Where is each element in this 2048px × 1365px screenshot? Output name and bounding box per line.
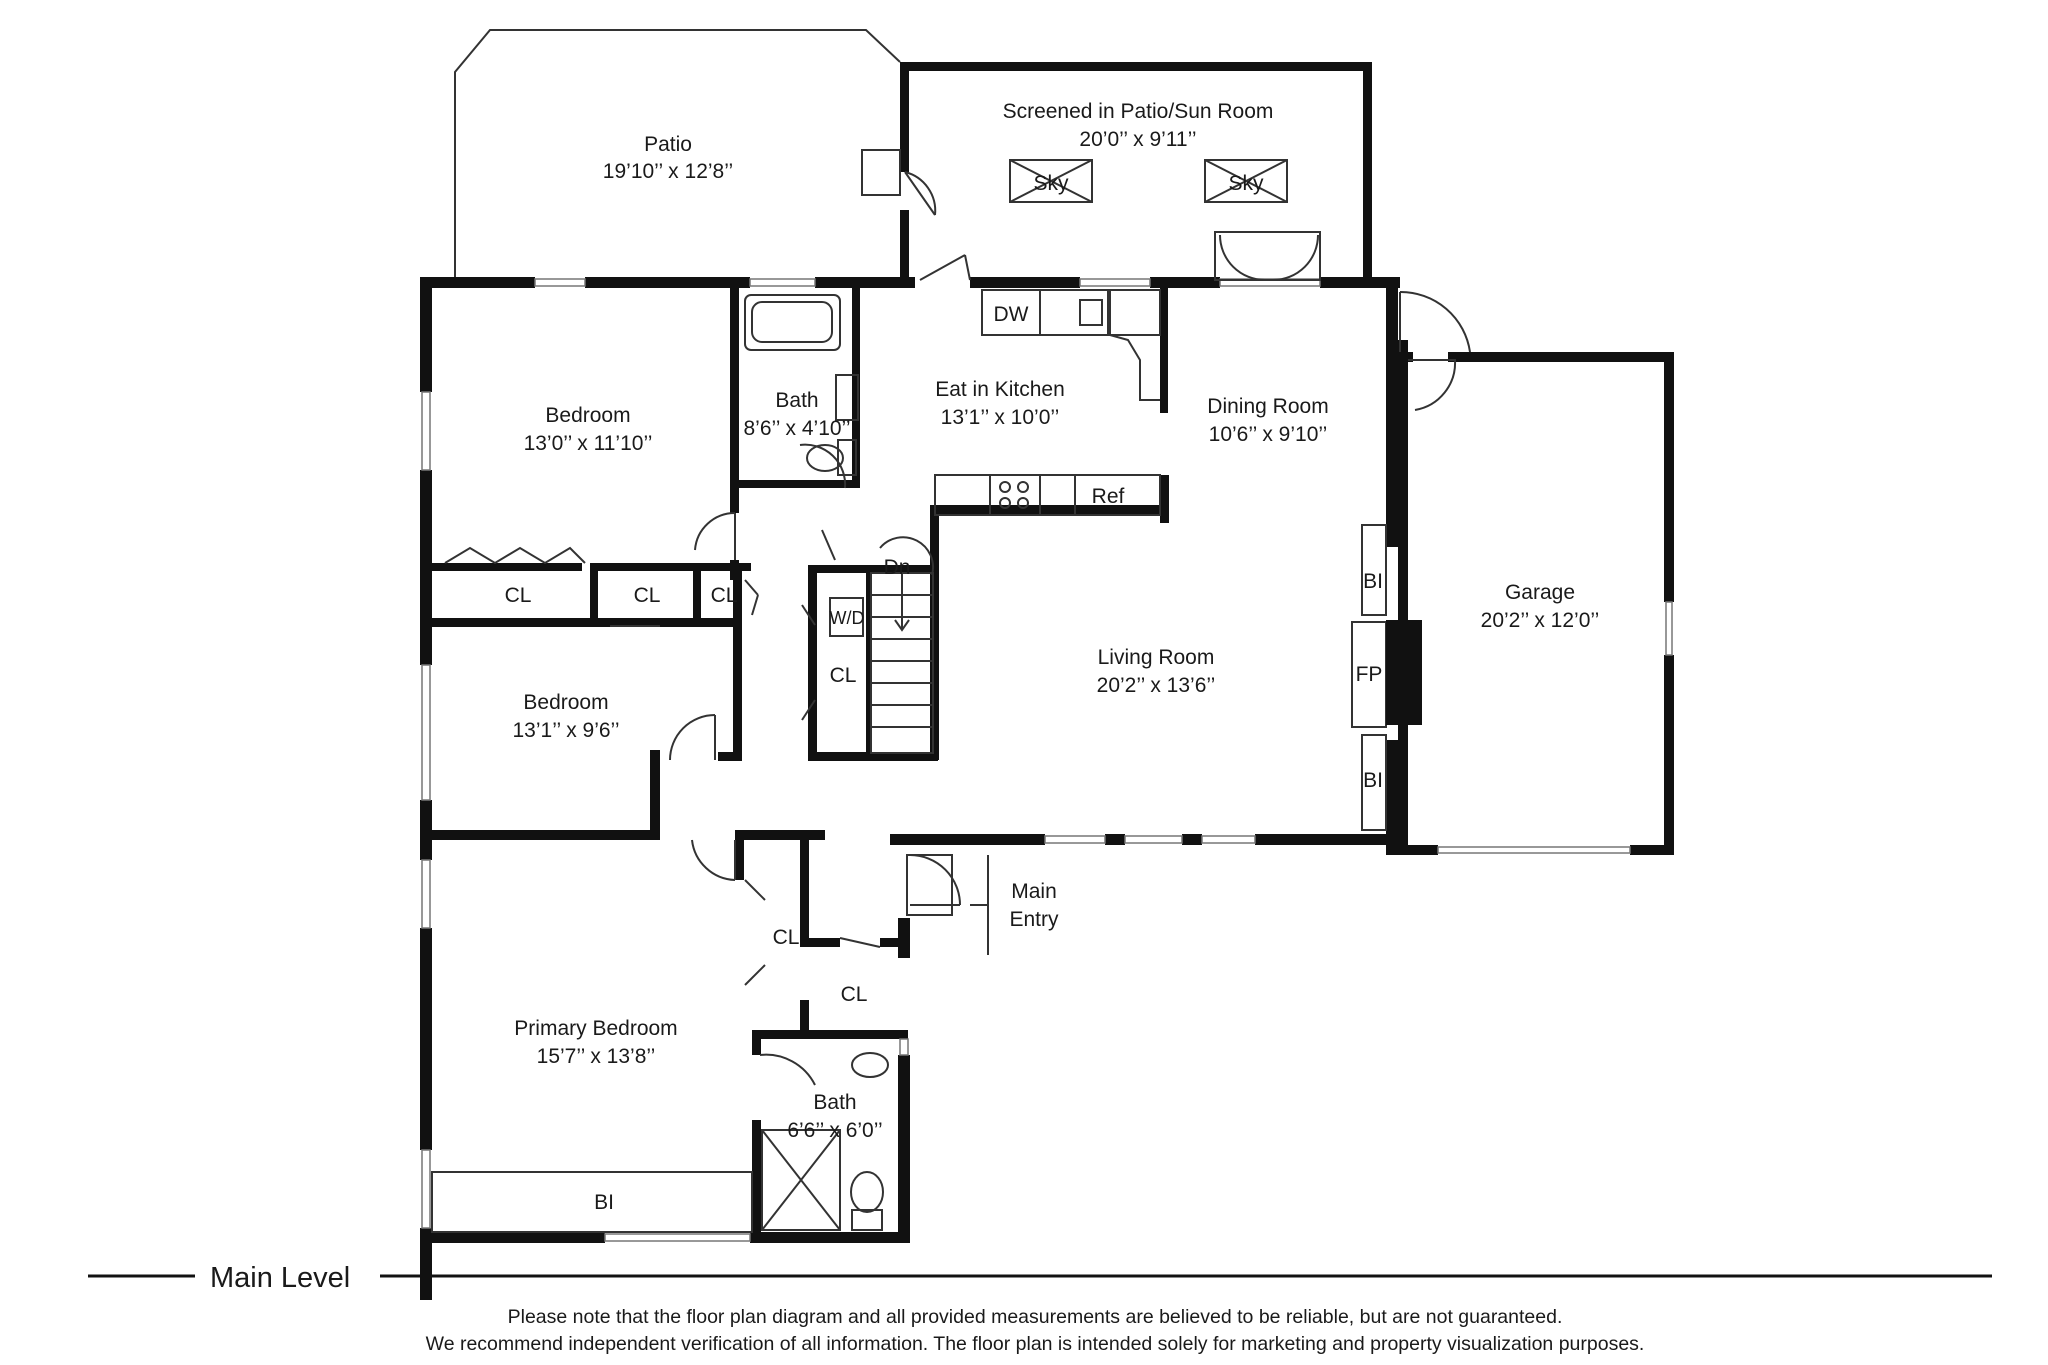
refrigerator-icon bbox=[1074, 474, 1161, 516]
room-dims-bath-1: 8’6’’ x 4’10’’ bbox=[743, 417, 850, 440]
built-in-label: BI bbox=[1363, 769, 1383, 792]
sink-icon bbox=[851, 1052, 889, 1078]
room-name-kitchen: Eat in Kitchen bbox=[935, 378, 1065, 401]
kitchen-sink-icon bbox=[1079, 299, 1103, 326]
toilet-icon bbox=[806, 444, 844, 472]
footer: Main Level Please note that the floor pl… bbox=[88, 1262, 1992, 1355]
disclaimer-line-1: Please note that the floor plan diagram … bbox=[508, 1306, 1563, 1328]
room-labels: Patio 19’10’’ x 12’8’’ Screened in Patio… bbox=[512, 100, 1599, 1142]
doors bbox=[444, 149, 1471, 1086]
room-name-living: Living Room bbox=[1098, 646, 1215, 669]
room-name-dining: Dining Room bbox=[1207, 395, 1328, 418]
closet-label: CL bbox=[773, 926, 800, 949]
built-in-upper bbox=[1361, 524, 1387, 616]
closet-label: CL bbox=[830, 664, 857, 687]
room-name-bath-2: Bath bbox=[813, 1091, 856, 1114]
toilet-icon bbox=[850, 1171, 884, 1213]
main-entry-label: Entry bbox=[1009, 908, 1059, 931]
room-dims-bath-2: 6’6’’ x 6’0’’ bbox=[787, 1119, 882, 1142]
stairs-down-label: Dn bbox=[884, 556, 911, 579]
built-in-lower bbox=[1361, 734, 1387, 831]
main-entry-label: Main bbox=[1011, 880, 1057, 903]
room-name-garage: Garage bbox=[1505, 581, 1575, 604]
room-name-bath-1: Bath bbox=[775, 389, 818, 412]
room-name-bedroom-1: Bedroom bbox=[545, 404, 630, 427]
skylight-icon bbox=[1204, 159, 1288, 203]
room-dims-living: 20’2’’ x 13’6’’ bbox=[1097, 674, 1216, 697]
room-dims-dining: 10’6’’ x 9’10’’ bbox=[1209, 423, 1328, 446]
room-name-primary-bedroom: Primary Bedroom bbox=[514, 1017, 677, 1040]
closet-label: CL bbox=[634, 584, 661, 607]
closet-label: CL bbox=[711, 584, 738, 607]
shower-icon bbox=[761, 1129, 841, 1231]
room-name-sun-room: Screened in Patio/Sun Room bbox=[1003, 100, 1274, 123]
disclaimer-line-2: We recommend independent verification of… bbox=[426, 1333, 1645, 1355]
washer-dryer-label: W/D bbox=[830, 608, 865, 628]
room-dims-sun-room: 20’0’’ x 9’11’’ bbox=[1079, 128, 1196, 151]
washer-dryer-icon bbox=[829, 597, 864, 637]
room-dims-primary-bedroom: 15’7’’ x 13’8’’ bbox=[537, 1045, 656, 1068]
closet-label: CL bbox=[841, 983, 868, 1006]
fixture-labels: Sky Sky DW Ref Dn W/D CL CL CL CL CL CL … bbox=[505, 172, 1383, 1214]
level-label: Main Level bbox=[210, 1262, 350, 1294]
room-dims-bedroom-2: 13’1’’ x 9’6’’ bbox=[512, 719, 619, 742]
room-name-bedroom-2: Bedroom bbox=[523, 691, 608, 714]
bathtub-icon bbox=[744, 294, 841, 351]
closet-label: CL bbox=[505, 584, 532, 607]
fireplace-label: FP bbox=[1356, 663, 1383, 686]
built-in-shelf bbox=[431, 1171, 753, 1233]
room-name-patio: Patio bbox=[644, 133, 692, 156]
dishwasher-label: DW bbox=[994, 303, 1029, 326]
skylight-label: Sky bbox=[1228, 172, 1264, 195]
skylight-icon bbox=[1009, 159, 1093, 203]
walls bbox=[420, 62, 1674, 1300]
room-dims-patio: 19’10’’ x 12’8’’ bbox=[603, 160, 733, 183]
stove-icon bbox=[989, 475, 1041, 515]
fireplace-icon bbox=[1386, 620, 1422, 725]
refrigerator-label: Ref bbox=[1092, 485, 1125, 508]
patio-outline bbox=[454, 29, 901, 282]
fixtures bbox=[431, 159, 1422, 1233]
skylight-label: Sky bbox=[1033, 172, 1069, 195]
sink-icon bbox=[835, 374, 859, 421]
room-dims-bedroom-1: 13’0’’ x 11’10’’ bbox=[524, 432, 653, 455]
room-dims-garage: 20’2’’ x 12’0’’ bbox=[1481, 609, 1600, 632]
windows bbox=[421, 278, 1673, 1242]
built-in-label: BI bbox=[1363, 570, 1383, 593]
stairs-icon bbox=[870, 536, 934, 754]
built-in-label: BI bbox=[594, 1191, 614, 1214]
room-dims-kitchen: 13’1’’ x 10’0’’ bbox=[941, 406, 1060, 429]
